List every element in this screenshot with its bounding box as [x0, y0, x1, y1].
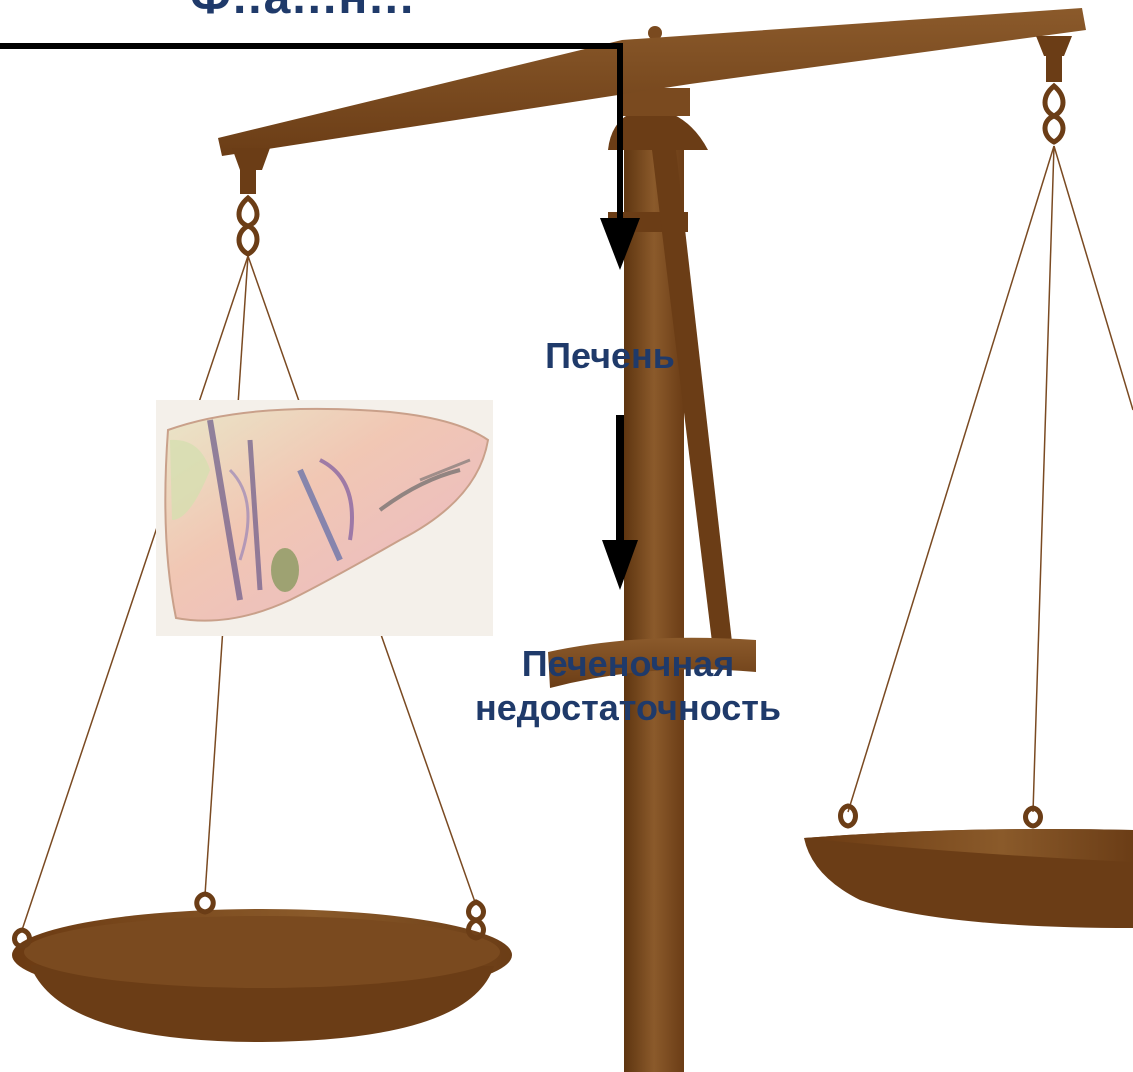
page-title-fragment: Ф..а...н...	[190, 0, 690, 24]
label-liver-failure: Печеночная недостаточность	[400, 642, 856, 730]
scale-beam	[218, 8, 1086, 170]
flow-arrows	[0, 43, 640, 590]
right-pan	[804, 803, 1133, 928]
liver-illustration	[156, 400, 493, 636]
left-hanger	[236, 166, 260, 257]
right-hanger	[1042, 52, 1066, 145]
left-pan	[12, 891, 512, 1042]
title-fragment	[200, 0, 620, 8]
scale-needle	[548, 150, 756, 688]
right-strings	[847, 145, 1133, 813]
label-liver: Печень	[545, 335, 675, 376]
label-liver-failure-line1: Печеночная	[521, 643, 735, 684]
label-liver-failure-line2: недостаточность	[475, 687, 781, 728]
